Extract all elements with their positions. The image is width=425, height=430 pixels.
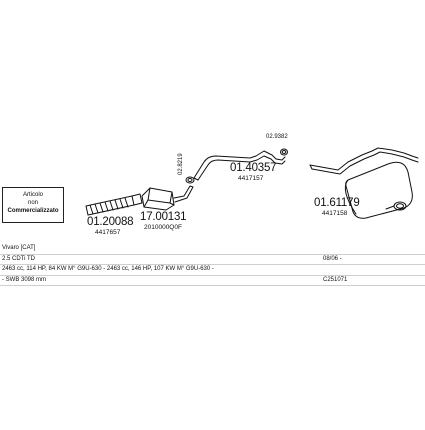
rear-silencer-oem: 4417158 (322, 210, 348, 217)
wheelbase: - SWB 3098 mm (2, 276, 47, 283)
not-sold-note: Articolo non Commercializzato (2, 187, 64, 223)
clamp-a-code[interactable]: 02.8219 (178, 153, 184, 175)
catalyst-code[interactable]: 17.00131 (140, 211, 187, 223)
note-line-3: Commercializzato (7, 208, 59, 214)
engine-row: 2.5 CDTi TD 08/06 - (0, 255, 425, 265)
rear-silencer-drawing (309, 147, 419, 219)
flex-pipe-drawing (85, 193, 143, 216)
production-date: 08/06 - (323, 255, 342, 262)
rear-silencer-code[interactable]: 01.61179 (314, 197, 360, 209)
engine-name: 2.5 CDTi TD (2, 255, 36, 262)
vehicle-info-table: Vivaro [CAT] 2.5 CDTi TD 08/06 - 2463 cc… (0, 244, 425, 286)
engine-spec: 2463 cc, 114 HP, 84 KW M° G9U-630 - 2463… (2, 266, 214, 272)
catalyst-drawing (141, 185, 194, 211)
flex-pipe-code[interactable]: 01.20088 (87, 216, 134, 228)
note-line-2: non (27, 200, 38, 206)
vehicle-model: Vivaro [CAT] (2, 245, 36, 251)
engine-spec-row: 2463 cc, 114 HP, 84 KW M° G9U-630 - 2463… (0, 265, 425, 276)
wheelbase-row: - SWB 3098 mm C251071 (0, 276, 425, 286)
catalyst-oem: 2010000Q0F (144, 224, 182, 231)
vehicle-model-row: Vivaro [CAT] (0, 244, 425, 255)
middle-pipe-oem: 4417157 (238, 175, 264, 182)
note-line-1: Articolo (22, 192, 43, 198)
flex-pipe-oem: 4417657 (95, 229, 121, 236)
clamp-a-drawing (185, 176, 195, 184)
middle-pipe-code[interactable]: 01.40357 (230, 162, 277, 174)
middle-pipe-drawing (193, 150, 286, 181)
clamp-b-drawing (280, 148, 288, 156)
catalogue-code: C251071 (323, 276, 348, 283)
clamp-b-code[interactable]: 02.9382 (266, 134, 288, 140)
